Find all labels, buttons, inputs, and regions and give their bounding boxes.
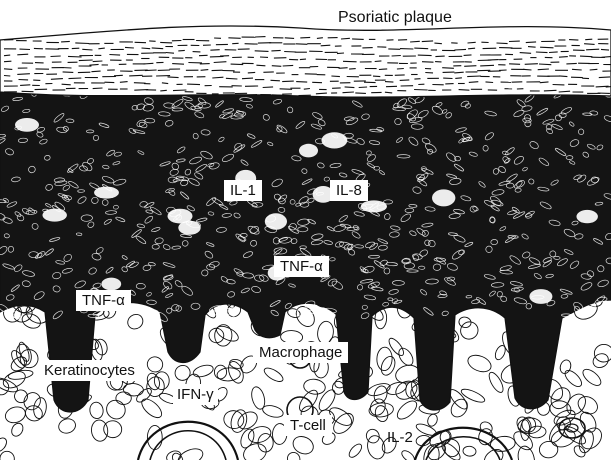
label-macrophage: Macrophage (253, 342, 348, 363)
label-keratinocytes: Keratinocytes (40, 360, 139, 381)
label-tnf-alpha-center: TNF-α (274, 256, 329, 277)
label-il-2: IL-2 (387, 428, 413, 447)
title-psoriatic-plaque: Psoriatic plaque (338, 8, 452, 27)
label-t-cell: T-cell (284, 415, 332, 436)
label-tnf-alpha-left: TNF-α (76, 290, 131, 311)
stratum-corneum (0, 26, 611, 97)
label-il-8: IL-8 (330, 180, 368, 201)
label-il-1: IL-1 (224, 180, 262, 201)
label-ifn-gamma: IFN-γ (173, 384, 218, 405)
